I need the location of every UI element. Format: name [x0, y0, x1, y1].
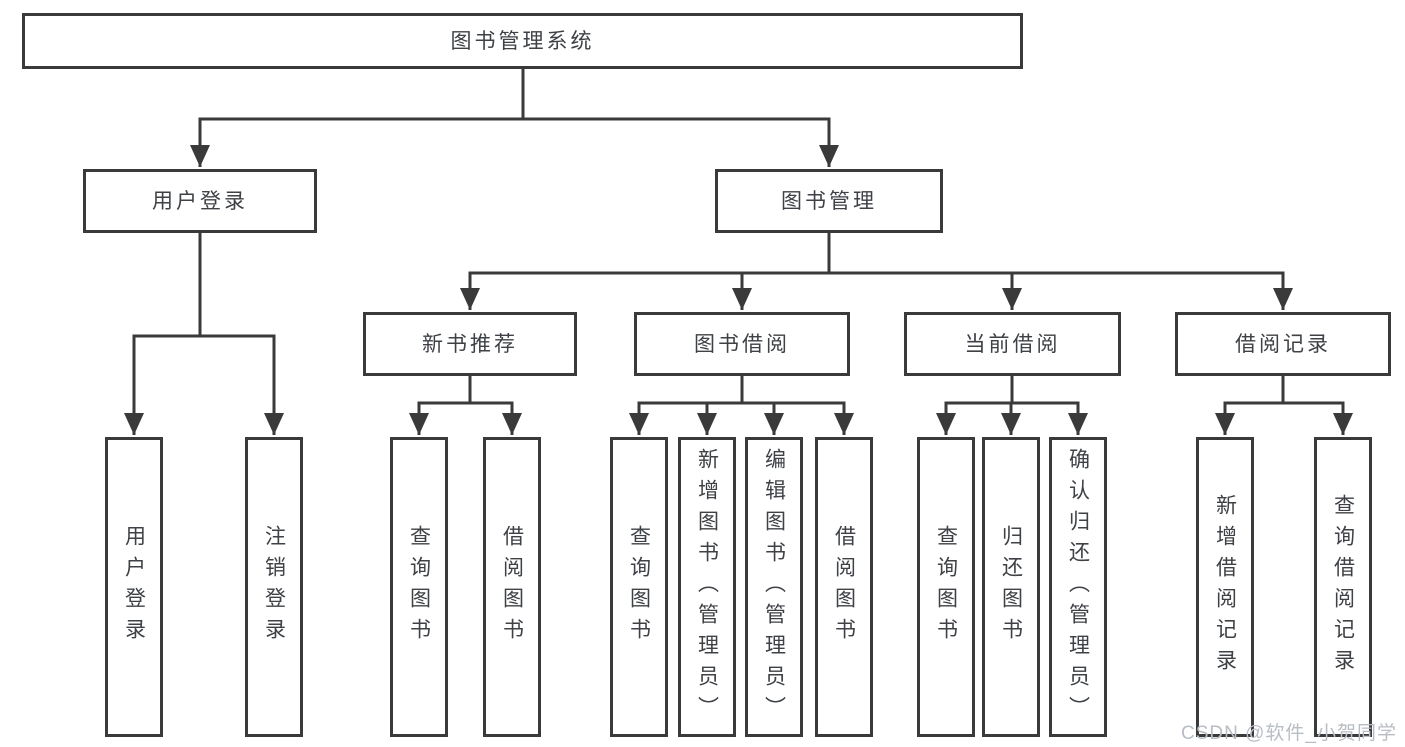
node-user-login-action-label: 用户登录: [122, 525, 146, 649]
node-return-books: 归还图书: [982, 437, 1040, 737]
node-book-borrowing-label: 图书借阅: [694, 332, 790, 356]
node-query-books-recommend-label: 查询图书: [407, 525, 431, 649]
node-book-management: 图书管理: [715, 169, 943, 233]
node-user-login: 用户登录: [83, 169, 317, 233]
node-library-system-label: 图书管理系统: [450, 29, 595, 53]
node-query-books-recommend: 查询图书: [390, 437, 448, 737]
node-borrow-books-borrowing: 借阅图书: [815, 437, 873, 737]
node-new-book-recommend-label: 新书推荐: [422, 332, 518, 356]
node-user-login-label: 用户登录: [152, 189, 248, 213]
node-add-book-admin-label: 新增图书（管理员）: [695, 447, 719, 727]
node-query-borrow-record: 查询借阅记录: [1314, 437, 1372, 737]
node-borrow-books-recommend: 借阅图书: [483, 437, 541, 737]
csdn-watermark: CSDN @软件_小贺同学: [1181, 723, 1397, 744]
node-borrow-records-label: 借阅记录: [1235, 332, 1331, 356]
node-user-login-action: 用户登录: [105, 437, 163, 737]
node-borrow-books-borrowing-label: 借阅图书: [832, 525, 856, 649]
node-edit-book-admin-label: 编辑图书（管理员）: [762, 447, 786, 727]
node-query-books-borrowing-label: 查询图书: [627, 525, 651, 649]
node-query-books-borrowing: 查询图书: [610, 437, 668, 737]
node-library-system: 图书管理系统: [22, 13, 1023, 69]
node-query-books-current-label: 查询图书: [934, 525, 958, 649]
node-confirm-return-admin-label: 确认归还（管理员）: [1066, 447, 1090, 727]
node-logout: 注销登录: [245, 437, 303, 737]
node-book-borrowing: 图书借阅: [634, 312, 850, 376]
node-current-borrowing: 当前借阅: [904, 312, 1121, 376]
node-add-borrow-record-label: 新增借阅记录: [1213, 494, 1237, 680]
node-confirm-return-admin: 确认归还（管理员）: [1049, 437, 1107, 737]
node-edit-book-admin: 编辑图书（管理员）: [745, 437, 803, 737]
node-current-borrowing-label: 当前借阅: [964, 332, 1061, 356]
node-book-management-label: 图书管理: [781, 189, 877, 213]
connector-group: [124, 69, 1353, 435]
node-return-books-label: 归还图书: [999, 525, 1023, 649]
node-query-books-current: 查询图书: [917, 437, 975, 737]
node-add-borrow-record: 新增借阅记录: [1196, 437, 1254, 737]
node-logout-label: 注销登录: [262, 525, 286, 649]
node-borrow-books-recommend-label: 借阅图书: [500, 525, 524, 649]
node-query-borrow-record-label: 查询借阅记录: [1331, 494, 1355, 680]
node-new-book-recommend: 新书推荐: [363, 312, 577, 376]
node-borrow-records: 借阅记录: [1175, 312, 1391, 376]
node-add-book-admin: 新增图书（管理员）: [678, 437, 736, 737]
